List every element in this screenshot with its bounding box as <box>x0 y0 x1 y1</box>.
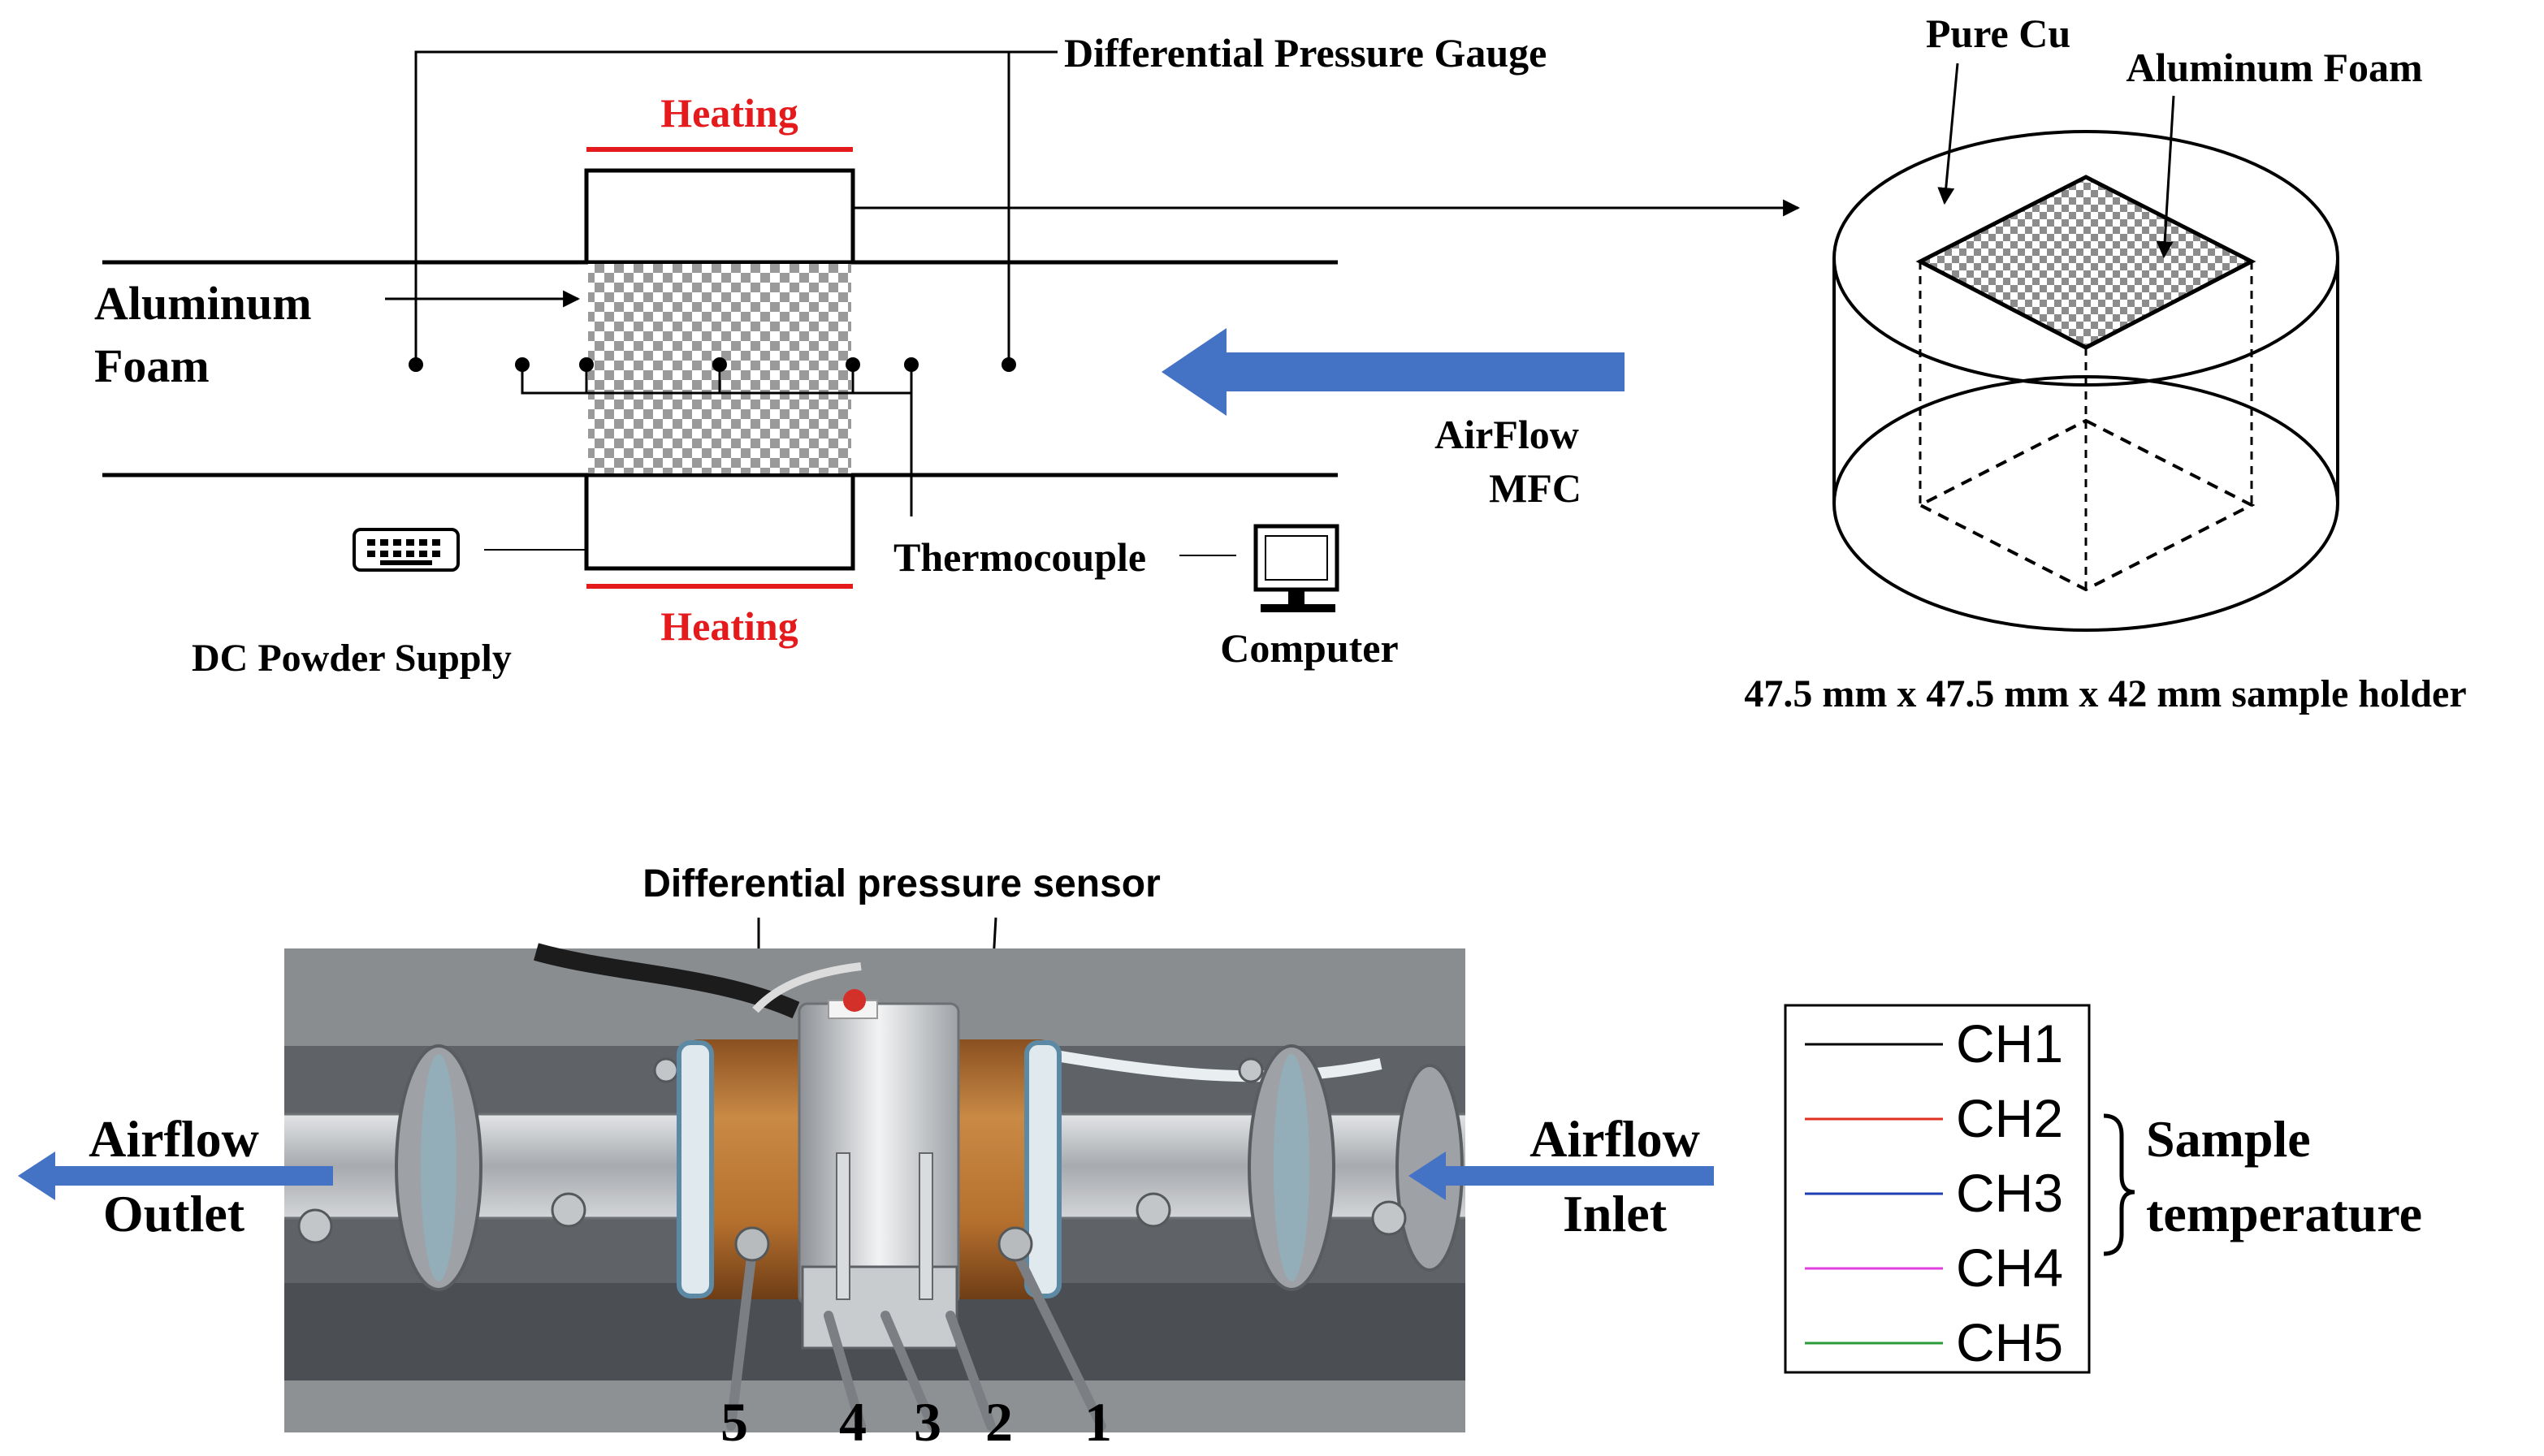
dc-supply-label: DC Powder Supply <box>192 637 512 680</box>
sample-holder-diagram: Pure Cu Aluminum Foam 47.5 mm x 47.5 mm … <box>1744 11 2466 715</box>
airflow-inlet-label-line2: Inlet <box>1563 1185 1668 1242</box>
legend-label-ch3: CH3 <box>1956 1163 2063 1223</box>
computer-label: Computer <box>1220 625 1398 671</box>
thermocouple-point <box>515 357 530 372</box>
aluminum-foam-holder-arrow <box>2156 95 2175 259</box>
pure-cu-arrow <box>1937 63 1959 205</box>
legend-box <box>1784 1004 2091 1374</box>
airflow-label-line1: AirFlow <box>1434 412 1579 457</box>
legend-label-ch1: CH1 <box>1956 1013 2063 1074</box>
heating-label-bottom: Heating <box>660 603 798 649</box>
thermocouple-wiring <box>521 365 913 395</box>
sample-temperature-label-line2: temperature <box>2146 1185 2422 1242</box>
legend-label-ch5: CH5 <box>1956 1312 2063 1372</box>
channel-number-3: 3 <box>914 1391 941 1453</box>
differential-pressure-gauge-label: Differential Pressure Gauge <box>1064 30 1547 76</box>
airflow-inlet-label-line1: Airflow <box>1529 1110 1700 1168</box>
differential-pressure-sensor-label: Differential pressure sensor <box>642 862 1161 905</box>
computer-icon <box>1253 524 1339 612</box>
aluminum-foam-label-line2: Foam <box>94 339 210 392</box>
thermocouple-label: Thermocouple <box>893 534 1146 580</box>
airflow-inlet-arrow <box>1408 1151 1714 1200</box>
airflow-outlet-label-line2: Outlet <box>103 1185 245 1242</box>
airflow-arrow <box>1162 328 1625 416</box>
pressure-tap-upstream <box>409 357 423 372</box>
sample-holder-caption: 47.5 mm x 47.5 mm x 42 mm sample holder <box>1744 672 2466 715</box>
heater-block-top <box>584 168 855 265</box>
legend-label-ch4: CH4 <box>1956 1238 2063 1298</box>
heater-block-bottom <box>584 473 855 571</box>
channel-number-2: 2 <box>985 1391 1013 1453</box>
heating-label-top: Heating <box>660 90 798 136</box>
legend-bracket <box>2103 1113 2135 1256</box>
foam-hidden-edges <box>1916 261 2256 592</box>
test-section-photo: Differential pressure sensor <box>18 862 1714 1453</box>
channel-number-4: 4 <box>839 1391 867 1453</box>
thermocouple-point <box>846 357 860 372</box>
test-rig-schematic: Heating Heating Differential Pressure Ga… <box>94 30 1801 680</box>
airflow-label-line2: MFC <box>1489 465 1581 511</box>
thermocouple-point <box>579 357 594 372</box>
thermocouple-point <box>904 357 919 372</box>
legend-label-ch2: CH2 <box>1956 1088 2063 1148</box>
aluminum-foam-holder-label: Aluminum Foam <box>2126 45 2422 90</box>
airflow-outlet-arrow <box>18 1151 333 1200</box>
channel-number-5: 5 <box>720 1391 748 1453</box>
pressure-tap-downstream <box>1002 357 1016 372</box>
channel-number-1: 1 <box>1084 1391 1112 1453</box>
pure-cu-label: Pure Cu <box>1926 11 2070 56</box>
aluminum-foam-label-line1: Aluminum <box>94 277 312 330</box>
airflow-outlet-label-line1: Airflow <box>89 1110 259 1168</box>
photo-frame <box>284 943 1465 1432</box>
keyboard-icon <box>353 528 460 572</box>
thermocouple-point <box>712 357 727 372</box>
sample-temperature-label-line1: Sample <box>2146 1110 2311 1168</box>
